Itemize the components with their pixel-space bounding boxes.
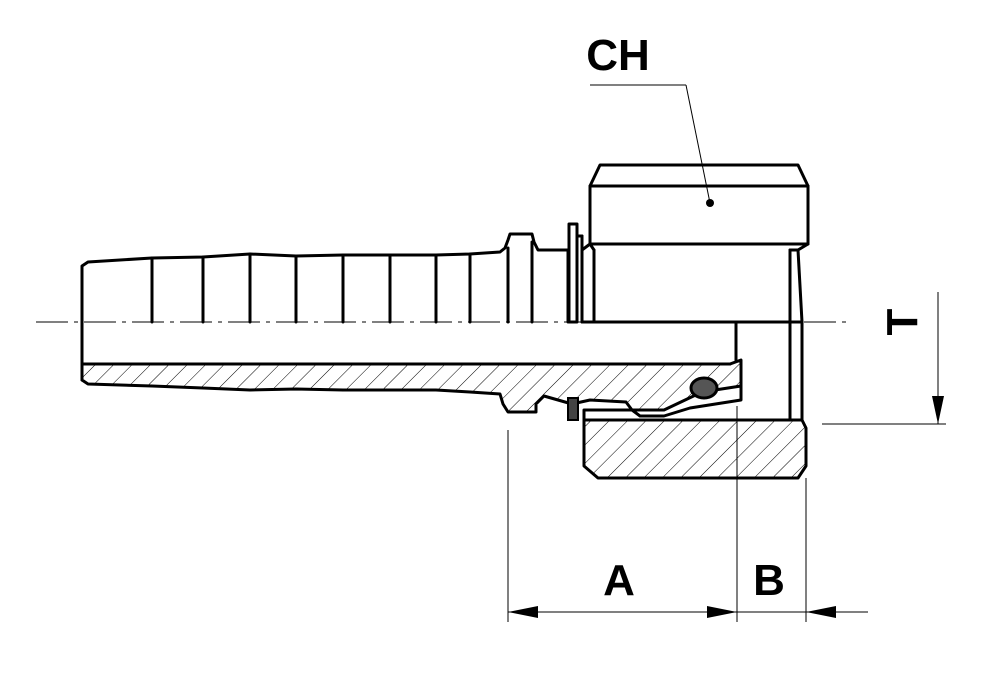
hose-tail-section [80,320,743,421]
label-t: T [878,308,927,335]
t-dimension [822,292,946,425]
hose-tail-upper [80,222,584,324]
label-b: B [753,556,785,605]
swivel-nut-section [582,320,808,480]
ch-leader [590,84,711,204]
retaining-ring-section [567,397,579,421]
label-ch: CH [586,31,650,80]
o-ring [689,376,719,400]
ab-dimensions [507,406,868,622]
swivel-nut-hex [580,163,810,324]
label-a: A [603,556,635,605]
